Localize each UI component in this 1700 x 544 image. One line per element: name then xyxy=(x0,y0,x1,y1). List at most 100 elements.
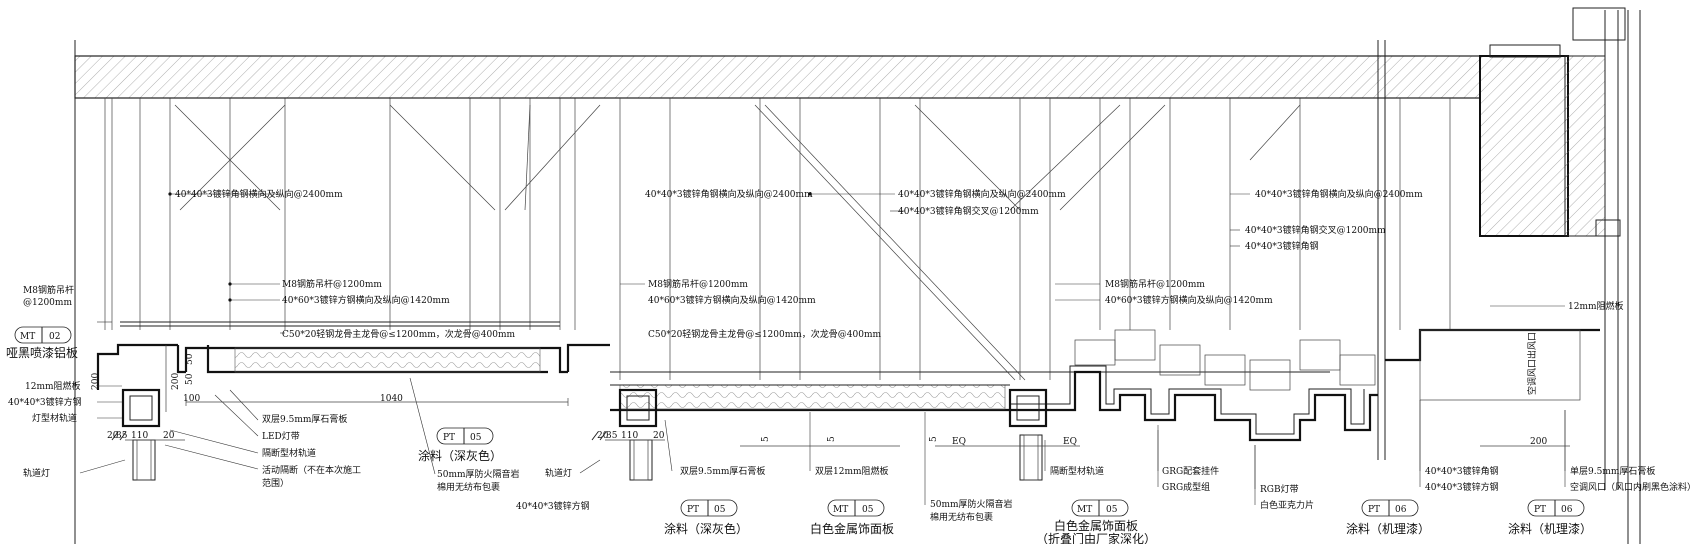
hanger-rods xyxy=(104,98,1451,380)
svg-text:05: 05 xyxy=(470,433,482,443)
label-vent-small: 空调风口出风口 xyxy=(1526,332,1538,395)
svg-text:EQ: EQ xyxy=(1063,437,1077,447)
label-rock-wool-1b: 棉用无纺布包裹 xyxy=(437,481,500,493)
svg-text:MT: MT xyxy=(833,505,848,515)
label-matte-black-alu: 哑黑喷漆铝板 xyxy=(6,345,78,360)
label-double-gypsum-1: 双层9.5mm厚石膏板 xyxy=(262,413,347,425)
svg-text:MT: MT xyxy=(20,332,35,342)
caption-paint-dark-grey-2: 涂料（深灰色） xyxy=(664,521,748,536)
label-angle-cross-3: 40*40*3镀锌角钢横向及纵向@2400mm xyxy=(898,188,1066,200)
label-square-tube-2: 40*60*3镀锌方钢横向及纵向@1420mm xyxy=(648,294,816,306)
svg-text:200: 200 xyxy=(1530,437,1547,447)
label-square-tube-3: 40*60*3镀锌方钢横向及纵向@1420mm xyxy=(1105,294,1273,306)
label-angle-x-1: 40*40*3镀锌角钢交叉@1200mm xyxy=(898,205,1039,217)
label-rock-wool-2a: 50mm厚防火隔音岩 xyxy=(930,498,1013,510)
caption-paint-dark-grey-1: 涂料（深灰色） xyxy=(418,448,502,463)
svg-text:50: 50 xyxy=(185,353,195,365)
label-fire-board-right: 12mm阻燃板 xyxy=(1568,300,1624,312)
label-led-strip: LED灯带 xyxy=(262,431,300,442)
svg-text:5: 5 xyxy=(929,436,939,442)
label-rock-wool-1a: 50mm厚防火隔音岩 xyxy=(437,468,520,480)
label-square-steel-right: 40*40*3镀锌方钢 xyxy=(1425,481,1499,493)
dimension-text: 200 200 50 50 100 1040 20 35 110 20 20 3… xyxy=(91,353,1547,447)
svg-text:PT: PT xyxy=(687,505,699,515)
label-square-tube-1: 40*60*3镀锌方钢横向及纵向@1420mm xyxy=(282,294,450,306)
label-angle-x-2: 40*40*3镀锌角钢交叉@1200mm xyxy=(1245,224,1386,236)
label-movable-partition-a: 活动隔断（不在本次施工 xyxy=(262,464,361,476)
caption-folding-door: （折叠门由厂家深化） xyxy=(1036,531,1156,544)
svg-text:100: 100 xyxy=(183,394,200,404)
label-light-track: 灯型材轨道 xyxy=(32,412,77,424)
svg-text:200: 200 xyxy=(171,373,181,390)
svg-text:20: 20 xyxy=(163,431,175,441)
leader-lines xyxy=(79,192,1566,505)
label-partition-track-1: 隔断型材轨道 xyxy=(262,447,316,459)
label-double-gypsum-2: 双层9.5mm厚石膏板 xyxy=(680,465,765,477)
svg-text:PT: PT xyxy=(443,433,455,443)
label-grg-group: GRG成型组 xyxy=(1162,481,1210,493)
label-square-steel-bottom: 40*40*3镀锌方钢 xyxy=(516,500,590,512)
label-rod-m8-left-a: M8钢筋吊杆 xyxy=(23,284,74,296)
svg-text:5: 5 xyxy=(761,436,771,442)
caption-paint-texture-1: 涂料（机理漆） xyxy=(1346,521,1430,536)
svg-text:35: 35 xyxy=(116,431,128,441)
track-profiles xyxy=(111,388,1048,481)
tag-pt-05-a: PT 05 xyxy=(436,427,494,445)
label-angle-cross-1: 40*40*3镀锌角钢横向及纵向@2400mm xyxy=(175,188,343,200)
label-square-steel-left: 40*40*3镀锌方钢 xyxy=(8,396,82,408)
label-rod-m8-left-b: @1200mm xyxy=(23,298,72,308)
tag-mt-05-b: MT 05 xyxy=(1071,499,1129,517)
concrete-column xyxy=(1479,7,1641,544)
label-partition-track-2: 隔断型材轨道 xyxy=(1050,465,1104,477)
svg-text:PT: PT xyxy=(1534,505,1546,515)
svg-text:20: 20 xyxy=(653,431,665,441)
tag-pt-05-b: PT 05 xyxy=(680,499,738,517)
svg-text:200: 200 xyxy=(91,373,101,390)
label-rod-m8-3: M8钢筋吊杆@1200mm xyxy=(1105,278,1205,290)
material-tags: MT 02 PT 05 涂料（深灰色） PT 05 涂料（深灰色） MT 05 … xyxy=(14,326,1592,544)
diagonal-bracing xyxy=(174,104,1301,381)
tag-pt-06-b: PT 06 xyxy=(1527,499,1585,517)
label-track-light-2: 轨道灯 xyxy=(545,467,572,479)
svg-text:20: 20 xyxy=(597,431,609,441)
label-angle-steel-1: 40*40*3镀锌角钢 xyxy=(1245,240,1319,252)
label-rock-wool-2b: 棉用无纺布包裹 xyxy=(930,511,993,523)
caption-white-metal-2: 白色金属饰面板 xyxy=(1054,518,1138,533)
svg-text:110: 110 xyxy=(621,431,638,441)
label-angle-steel-2: 40*40*3镀锌角钢 xyxy=(1425,465,1499,477)
svg-text:06: 06 xyxy=(1395,505,1407,515)
label-double-fire-board: 双层12mm阻燃板 xyxy=(815,465,889,477)
concrete-slab xyxy=(74,40,1481,544)
label-track-light-1: 轨道灯 xyxy=(23,467,50,479)
label-keel-2: C50*20轻钢龙骨主龙骨@≤1200mm，次龙骨@400mm xyxy=(648,328,882,340)
svg-text:EQ: EQ xyxy=(952,437,966,447)
tag-pt-06-a: PT 06 xyxy=(1361,499,1419,517)
label-movable-partition-b: 范围） xyxy=(262,477,289,489)
label-fire-board-left: 12mm阻燃板 xyxy=(25,380,81,392)
label-white-acrylic: 白色亚克力片 xyxy=(1260,499,1314,511)
label-single-gypsum: 单层9.5mm厚石膏板 xyxy=(1570,465,1655,477)
steel-framing xyxy=(120,97,1330,373)
label-keel-1: C50*20轻钢龙骨主龙骨@≤1200mm，次龙骨@400mm xyxy=(282,328,516,340)
svg-text:02: 02 xyxy=(49,332,60,342)
svg-text:05: 05 xyxy=(714,505,726,515)
svg-text:5: 5 xyxy=(827,436,837,442)
svg-text:50: 50 xyxy=(185,373,195,385)
label-rod-m8-2: M8钢筋吊杆@1200mm xyxy=(648,278,748,290)
caption-paint-texture-2: 涂料（机理漆） xyxy=(1508,521,1592,536)
label-rod-m8-1: M8钢筋吊杆@1200mm xyxy=(282,278,382,290)
label-angle-cross-2: 40*40*3镀锌角钢横向及纵向@2400mm xyxy=(645,188,813,200)
label-air-vent: 空调风口（风口内刷黑色涂料） xyxy=(1570,481,1696,493)
svg-text:35: 35 xyxy=(606,431,618,441)
svg-text:MT: MT xyxy=(1077,505,1092,515)
svg-text:PT: PT xyxy=(1368,505,1380,515)
svg-text:20: 20 xyxy=(107,431,119,441)
dimension-lines xyxy=(125,345,1570,447)
svg-text:05: 05 xyxy=(1106,505,1118,515)
tag-mt-02: MT 02 xyxy=(14,326,72,344)
annotation-labels: 40*40*3镀锌角钢横向及纵向@2400mm 40*40*3镀锌角钢横向及纵向… xyxy=(6,188,1696,523)
label-grg-hanger: GRG配套挂件 xyxy=(1162,465,1219,477)
svg-text:06: 06 xyxy=(1561,505,1573,515)
svg-text:110: 110 xyxy=(131,431,148,441)
label-rgb-strip: RGB灯带 xyxy=(1260,484,1299,495)
